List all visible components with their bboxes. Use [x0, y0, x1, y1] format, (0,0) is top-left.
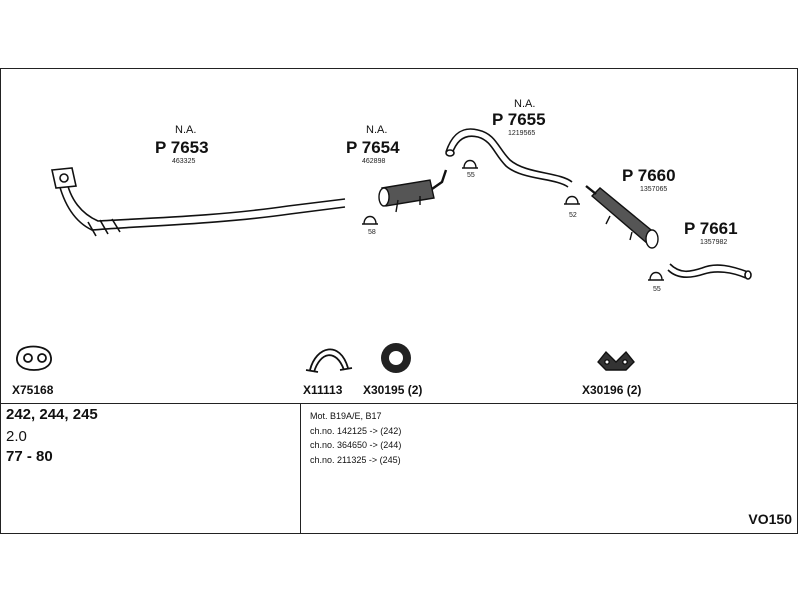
intermediate-pipe-p7655[interactable]: [445, 128, 573, 188]
engine-size: 2.0: [6, 428, 27, 445]
gasket-icon[interactable]: [16, 345, 52, 371]
oe-number: 1357982: [700, 239, 728, 246]
part-number-p7653[interactable]: P 7653: [155, 138, 209, 157]
part-na-label: N.A.: [366, 124, 388, 136]
oe-number: 1357065: [640, 186, 668, 193]
clamp-icon[interactable]: [564, 195, 580, 205]
accessory-code[interactable]: X75168: [12, 383, 54, 397]
divider-vertical: [300, 403, 301, 534]
hanger-icon[interactable]: [597, 350, 635, 371]
tail-pipe-p7661[interactable]: [667, 263, 752, 280]
bracket-icon[interactable]: [305, 348, 353, 373]
accessory-code[interactable]: X11113: [303, 383, 343, 397]
clamp-number: 52: [569, 212, 577, 219]
oe-number: 1219565: [508, 130, 536, 137]
part-number-p7661[interactable]: P 7661: [684, 219, 738, 238]
part-number-p7655[interactable]: P 7655: [492, 110, 546, 129]
clamp-number: 55: [653, 286, 661, 293]
note-line: Mot. B19A/E, B17: [310, 411, 382, 421]
note-line: ch.no. 364650 -> (244): [310, 440, 402, 450]
divider-horizontal: [0, 403, 798, 404]
note-line: ch.no. 211325 -> (245): [310, 454, 401, 465]
clamp-icon[interactable]: [648, 271, 664, 281]
part-number-p7660[interactable]: P 7660: [622, 166, 676, 185]
vehicle-models: 242, 244, 245: [6, 406, 98, 423]
part-na-label: N.A.: [175, 124, 197, 136]
front-pipe-p7653[interactable]: [51, 167, 346, 237]
accessory-code[interactable]: X30196 (2): [582, 383, 642, 397]
part-na-label: N.A.: [514, 98, 536, 110]
catalog-code: VO150: [748, 511, 792, 527]
rear-silencer-p7660[interactable]: [585, 185, 659, 249]
model-years: 77 - 80: [6, 448, 53, 465]
oe-number: 463325: [172, 158, 196, 165]
fitment-notes: Mot. B19A/E, B17 ch.no. 142125 -> (242) …: [310, 409, 401, 467]
rubber-ring-icon[interactable]: [381, 343, 411, 373]
diagram-frame: [0, 68, 798, 534]
clamp-icon[interactable]: [362, 215, 378, 225]
note-line: ch.no. 142125 -> (242): [310, 425, 402, 436]
oe-number: 462898: [362, 158, 386, 165]
part-number-p7654[interactable]: P 7654: [346, 138, 400, 157]
clamp-number: 55: [467, 172, 475, 179]
clamp-icon[interactable]: [462, 159, 478, 169]
accessory-code[interactable]: X30195 (2): [363, 383, 423, 397]
center-silencer-p7654[interactable]: [378, 169, 448, 213]
clamp-number: 58: [368, 229, 376, 236]
